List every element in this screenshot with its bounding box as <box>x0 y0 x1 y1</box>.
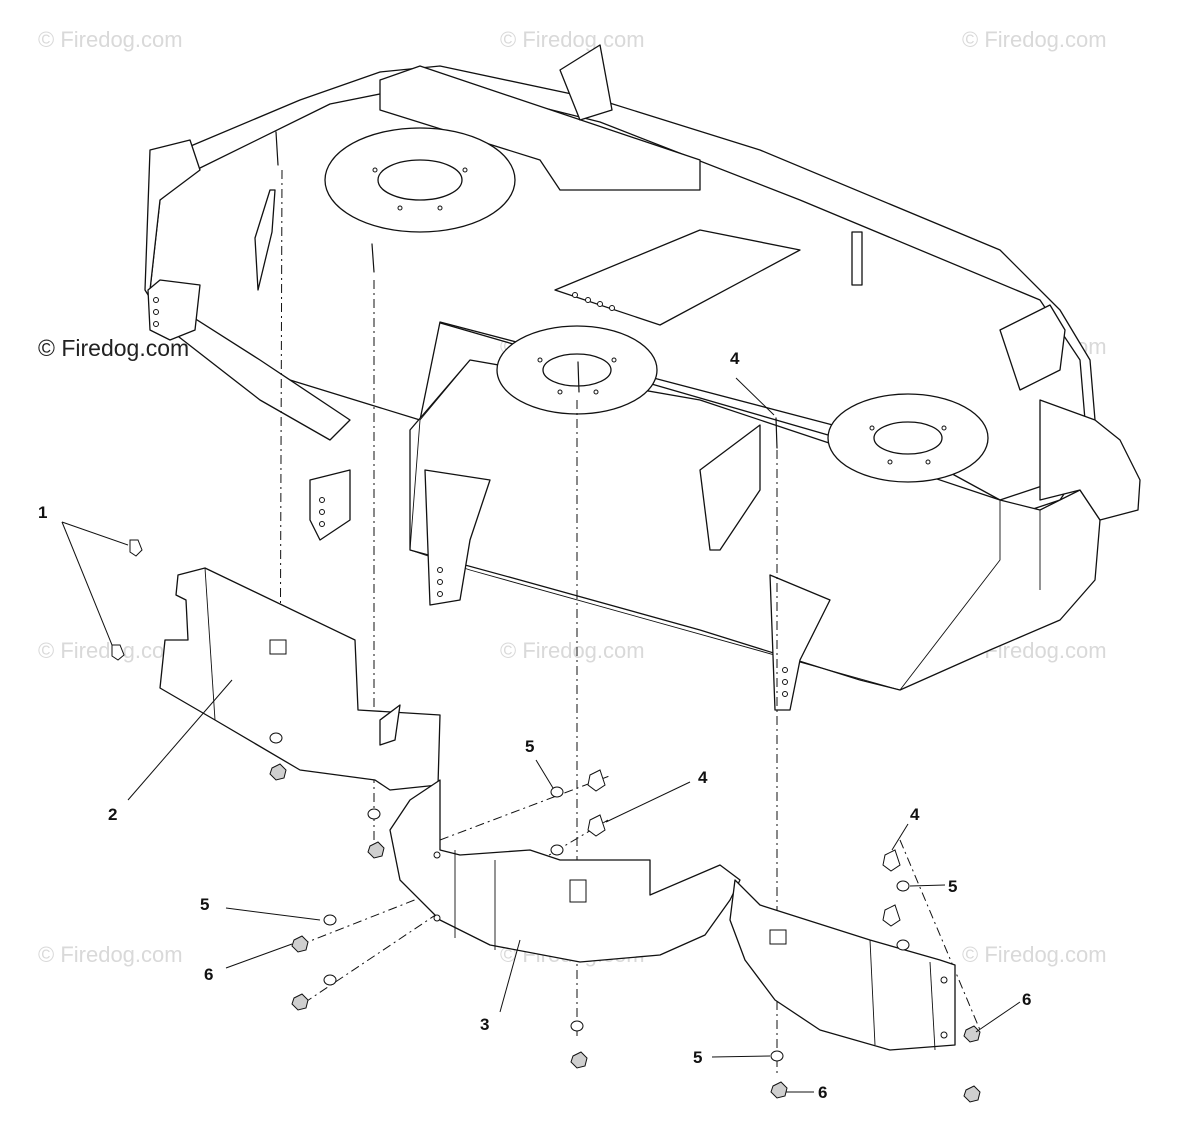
washer-icon <box>896 939 910 951</box>
bolt-icon <box>111 644 125 661</box>
bolt-icon <box>587 769 606 792</box>
washer-icon <box>323 974 337 986</box>
nut-icon <box>367 841 385 859</box>
bolt-icon <box>882 904 901 927</box>
deck-bracket <box>769 574 831 711</box>
washer-icon <box>770 1050 784 1062</box>
watermark-text: © Firedog.com <box>962 942 1107 967</box>
deck-right-end <box>1039 399 1141 521</box>
callout-6: 6 <box>1022 990 1031 1009</box>
callout-3: 3 <box>480 1015 489 1034</box>
baffle-left <box>159 567 441 791</box>
bolt-icon <box>129 539 143 557</box>
nut-icon <box>963 1025 981 1043</box>
washer-icon <box>570 1020 584 1032</box>
deck-bracket <box>699 424 761 551</box>
callout-4: 4 <box>730 349 740 368</box>
nut-icon <box>570 1051 588 1069</box>
nut-icon <box>963 1085 981 1103</box>
deck-hitch-bar <box>379 65 701 191</box>
callout-5: 5 <box>948 877 957 896</box>
callout-1: 1 <box>38 503 47 522</box>
washer-icon <box>896 880 910 892</box>
watermark-text: © Firedog.com <box>38 638 183 663</box>
deck-bracket <box>147 279 201 341</box>
callout-4: 4 <box>698 768 708 787</box>
callout-6: 6 <box>204 965 213 984</box>
callout-6: 6 <box>818 1083 827 1102</box>
nut-icon <box>291 935 309 953</box>
nut-icon <box>770 1081 788 1099</box>
washer-icon <box>550 786 564 798</box>
watermark-text: © Firedog.com <box>38 942 183 967</box>
mower-deck <box>144 44 1141 711</box>
washer-icon <box>550 844 564 856</box>
deck-bracket <box>999 304 1066 391</box>
washer-icon <box>269 732 283 744</box>
bolt-icon <box>882 849 901 872</box>
deck-pin <box>851 231 863 286</box>
callout-5: 5 <box>525 737 534 756</box>
callout-4: 4 <box>910 805 920 824</box>
nut-icon <box>269 763 287 781</box>
nut-icon <box>291 993 309 1011</box>
baffle-center <box>389 779 741 963</box>
deck-bracket <box>309 469 351 541</box>
spindle-pulley-left <box>324 127 516 233</box>
watermark-text: © Firedog.com <box>500 638 645 663</box>
watermark-text: © Firedog.com <box>962 27 1107 52</box>
callout-labels: 1 2 3 4 4 4 5 5 5 5 6 6 6 <box>38 349 1031 1102</box>
bolt-icon <box>587 814 606 837</box>
watermark-text: © Firedog.com <box>500 27 645 52</box>
deck-center-plate <box>554 229 801 326</box>
leader-lines <box>61 377 1021 1093</box>
watermark-text: © Firedog.com <box>38 27 183 52</box>
callout-2: 2 <box>108 805 117 824</box>
deck-bracket <box>559 44 613 121</box>
washer-icon <box>367 808 381 820</box>
baffle-right <box>729 879 956 1051</box>
callout-5: 5 <box>200 895 209 914</box>
deck-bracket <box>254 189 276 291</box>
callout-5: 5 <box>693 1048 702 1067</box>
spindle-pulley-right <box>827 393 989 483</box>
watermark-text-prominent: © Firedog.com <box>38 335 189 361</box>
hardware <box>111 539 981 1103</box>
washer-icon <box>323 914 337 926</box>
